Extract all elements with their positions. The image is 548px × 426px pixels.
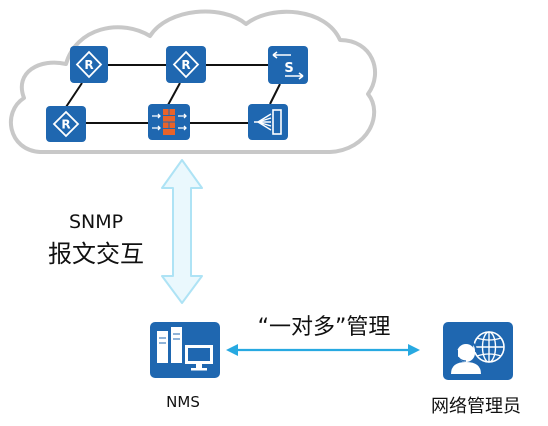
svg-text:S: S: [284, 61, 293, 76]
snmp-exchange-arrow: [161, 159, 203, 304]
svg-text:R: R: [181, 58, 190, 72]
network-admin-icon[interactable]: [443, 322, 513, 380]
link-r2-firewall: [167, 82, 181, 106]
network-links: [65, 64, 281, 124]
svg-text:R: R: [84, 58, 93, 72]
firewall-icon[interactable]: [148, 104, 190, 140]
admin-label: 网络管理员: [431, 396, 521, 417]
snmp-exchange-label: 报文交互: [48, 240, 144, 268]
link-switch-lb: [269, 83, 281, 105]
snmp-label: SNMP: [69, 211, 123, 233]
management-label: “一对多”管理: [258, 315, 391, 340]
link-r1-r3: [65, 82, 83, 108]
router-icon[interactable]: R: [166, 46, 206, 83]
load-balancer-icon[interactable]: [248, 104, 288, 140]
management-link-arrow: [226, 344, 420, 356]
router-icon[interactable]: R: [70, 46, 108, 83]
router-icon[interactable]: R: [46, 106, 86, 142]
svg-text:R: R: [61, 118, 70, 132]
switch-icon[interactable]: S: [268, 46, 308, 84]
nms-label: NMS: [166, 393, 200, 411]
nms-server-icon[interactable]: [150, 322, 220, 378]
